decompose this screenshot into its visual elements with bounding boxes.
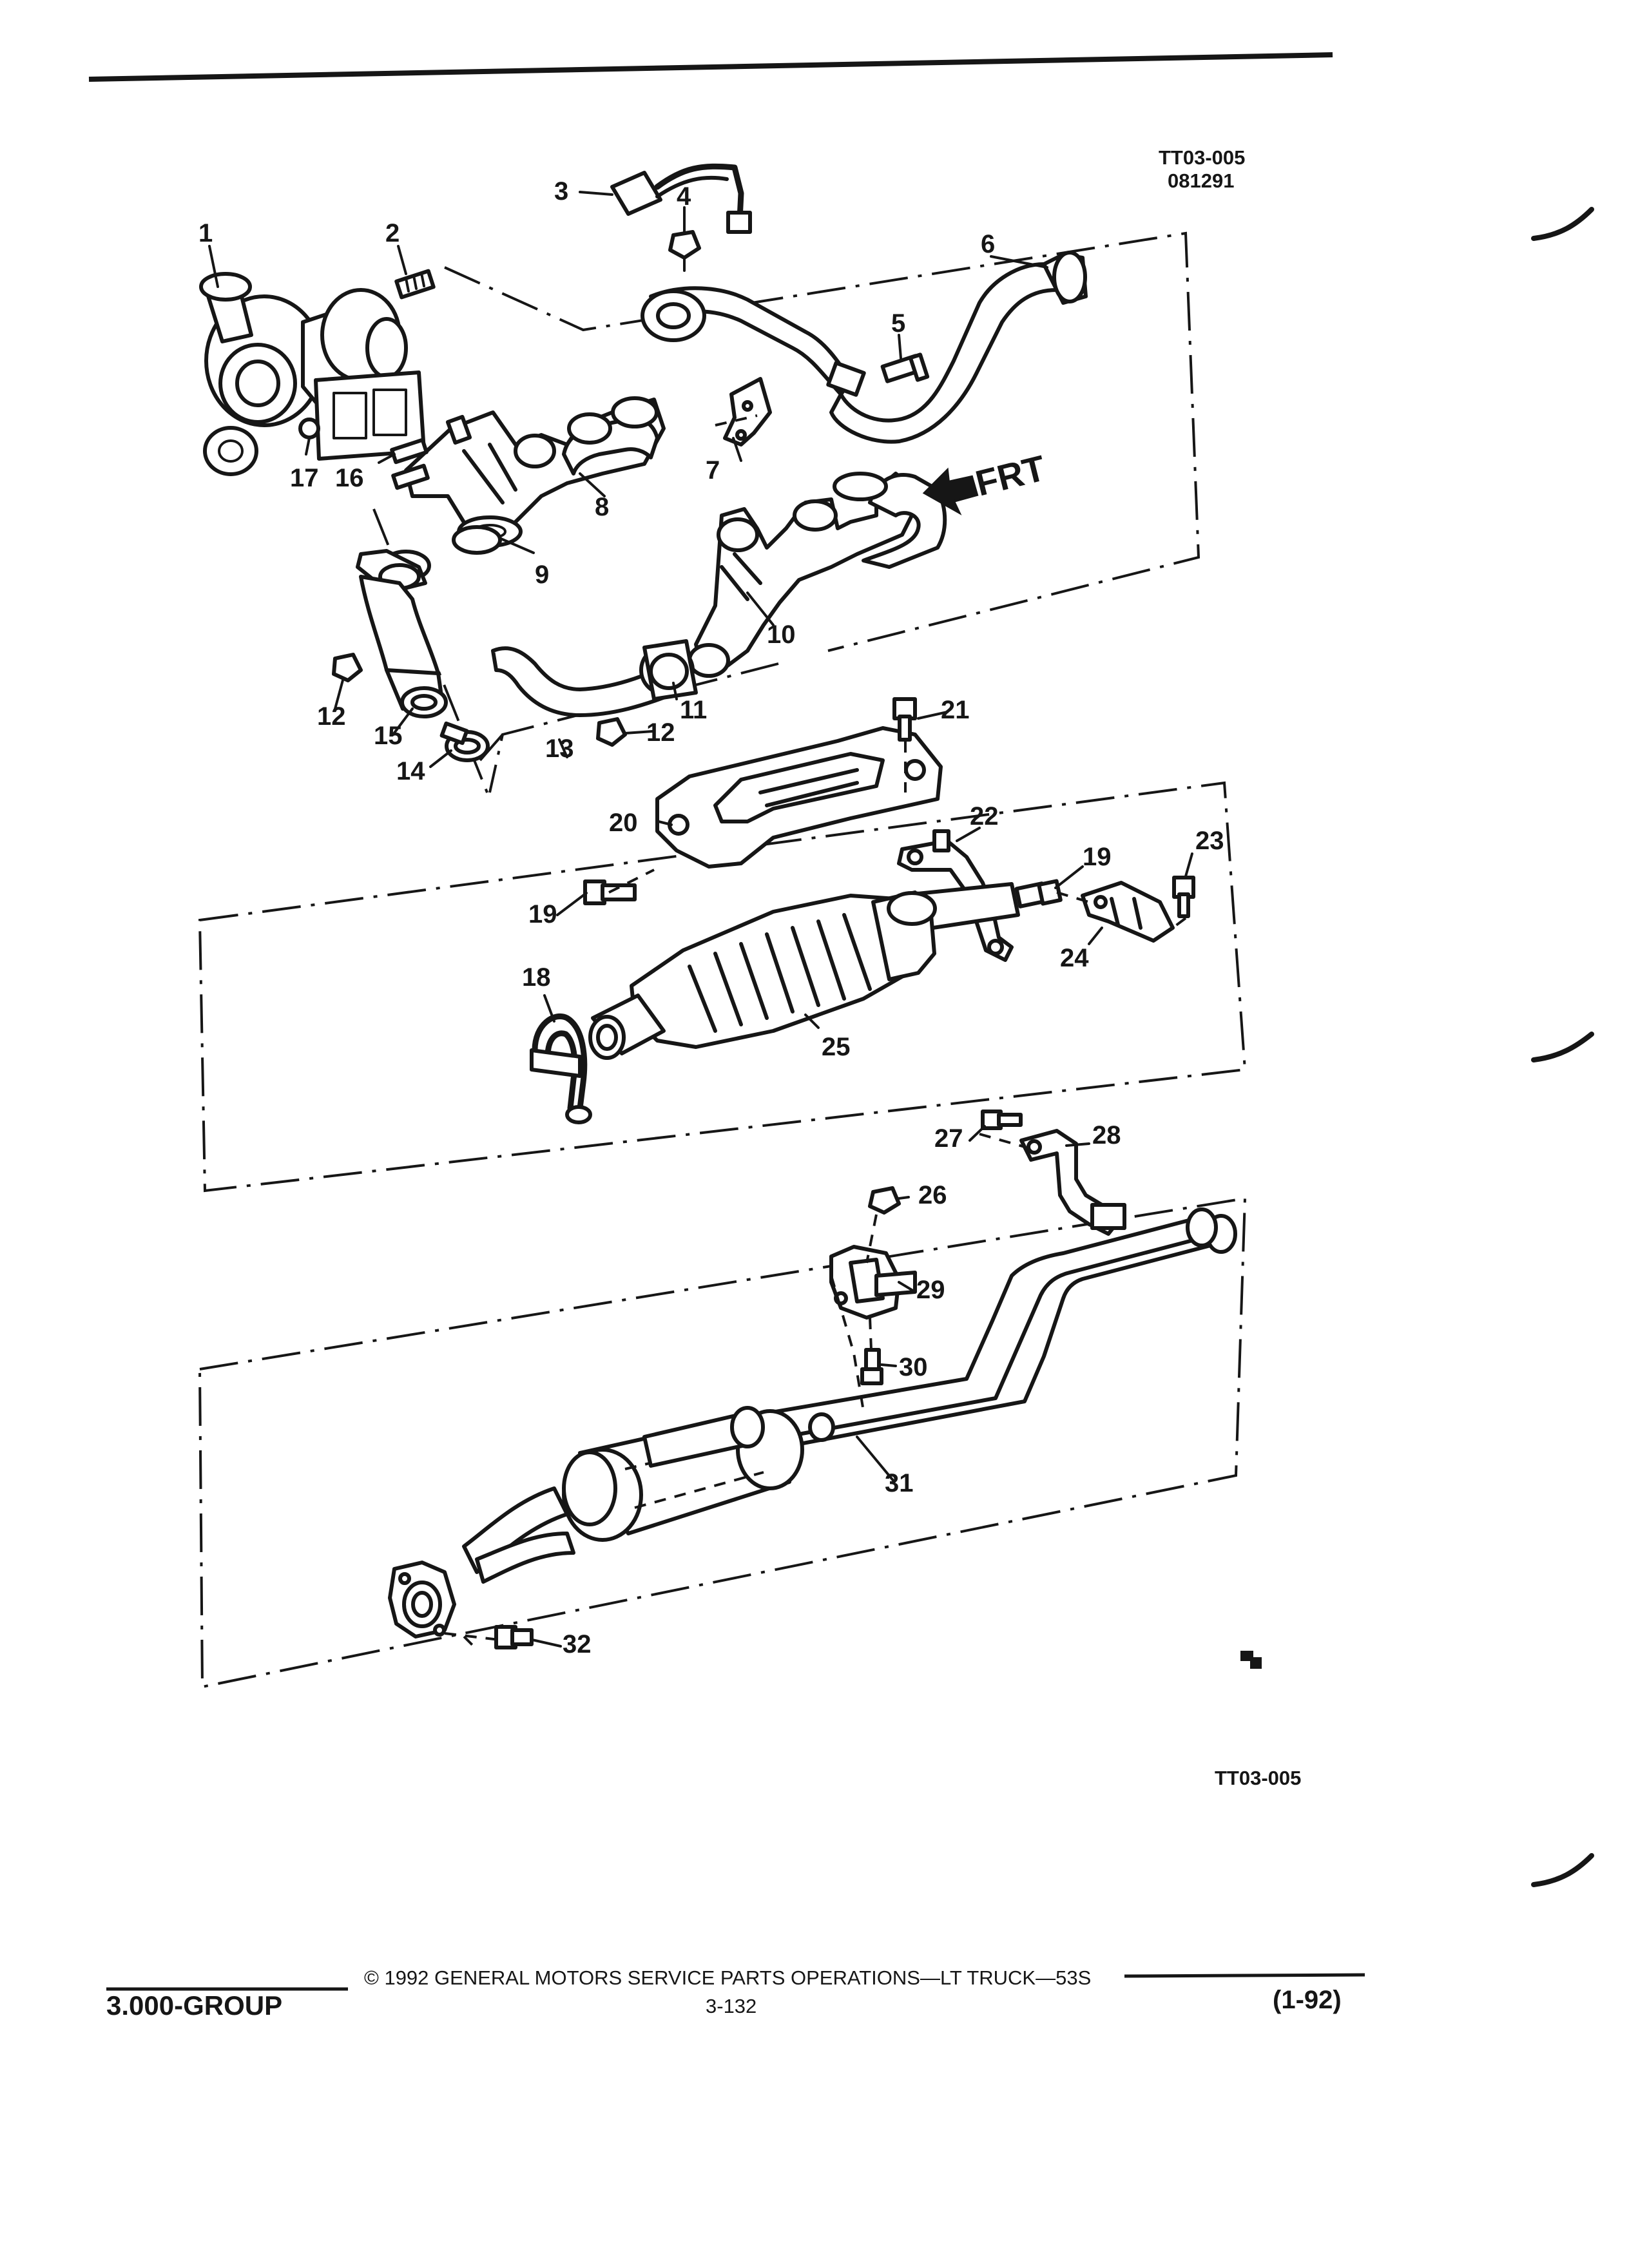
callout: 30: [899, 1353, 928, 1381]
nut-26: [868, 1186, 901, 1215]
binder-marks: [1531, 207, 1594, 1887]
callout: 5: [891, 309, 905, 338]
callout: 12: [317, 702, 346, 731]
callout: 1: [198, 219, 213, 247]
callout: 10: [767, 620, 796, 649]
hanger-24: [1081, 881, 1175, 943]
bolt-21: [892, 697, 917, 742]
figure-date-code: 081291: [1168, 169, 1234, 192]
publisher-line: © 1992 GENERAL MOTORS SERVICE PARTS OPER…: [364, 1966, 1091, 1989]
callout: 21: [941, 696, 970, 724]
frame-lower: [198, 1196, 1247, 1689]
callout: 9: [535, 561, 549, 589]
footer: © 1992 GENERAL MOTORS SERVICE PARTS OPER…: [106, 1966, 1365, 2021]
figure-code-bottom: TT03-005: [1215, 1767, 1301, 1789]
bolt-23: [1172, 876, 1195, 918]
nut-12-center: [596, 717, 627, 747]
callout: 28: [1092, 1121, 1121, 1149]
clamp-14: [439, 721, 490, 762]
heat-shield: [655, 726, 943, 869]
callout: 13: [545, 735, 574, 763]
front-direction-arrow: FRT: [922, 447, 1050, 515]
callout: 16: [335, 464, 364, 492]
exhaust-manifold-right: [404, 396, 666, 548]
callout: 32: [563, 1630, 592, 1658]
stud: [394, 269, 436, 300]
crossover-pipe-lower: [491, 639, 698, 717]
callout: 4: [677, 182, 691, 211]
figure-code: TT03-005: [1159, 146, 1245, 169]
bolt-19-right: [1014, 879, 1063, 908]
nut-12-left: [332, 653, 363, 682]
callout: 25: [822, 1033, 851, 1061]
callout: 14: [396, 757, 425, 785]
bracket-22: [897, 829, 1014, 962]
callout: 3: [554, 177, 568, 206]
hanger-28: [1019, 1129, 1126, 1236]
leader-lines: [208, 191, 1193, 1648]
callout: 31: [885, 1469, 914, 1497]
page-number: 3-132: [706, 1995, 757, 2017]
header-rule: [88, 52, 1333, 82]
bracket: [723, 377, 772, 447]
callout: 24: [1060, 944, 1089, 972]
callout: 29: [916, 1276, 945, 1304]
exhaust-manifold-left: [688, 472, 947, 678]
front-flange: [388, 1561, 456, 1639]
footer-rule-right: [1124, 1973, 1365, 1978]
callout: 23: [1195, 827, 1224, 855]
callout: 12: [646, 718, 675, 747]
callout: 20: [609, 809, 638, 837]
gasket-9: [452, 525, 502, 555]
alignment-lines: [444, 414, 1187, 1651]
bolt-19-left: [583, 879, 637, 905]
bolt: [880, 352, 930, 383]
muffler: [462, 1406, 804, 1584]
crossover-pipe-upper: [641, 251, 1088, 444]
callout: 6: [981, 230, 995, 258]
callout: 11: [680, 696, 707, 724]
u-clamp-18: [530, 1014, 592, 1124]
callout: 27: [934, 1124, 963, 1153]
callout: 19: [1083, 843, 1112, 871]
callout: 15: [374, 722, 403, 750]
studs-16: [390, 437, 430, 490]
printer-mark: [1240, 1651, 1262, 1669]
callout: 19: [528, 900, 557, 928]
callout: 8: [595, 493, 609, 521]
callout-labels: 1 2 3 4 5 6 7 8 9 10 11 12 12 13 14 15 1…: [198, 177, 1224, 1658]
downpipe-left: [356, 549, 448, 718]
tailpipe-31: [758, 1207, 1237, 1448]
callout: 22: [970, 802, 999, 831]
turbocharger: [199, 272, 426, 476]
revision-label: (1-92): [1273, 1986, 1342, 2014]
bolt-32: [494, 1625, 534, 1649]
hanger-29: [829, 1245, 917, 1320]
callout: 2: [385, 219, 400, 247]
front-label: FRT: [972, 447, 1050, 503]
sensor-pipe: [610, 163, 752, 234]
callout: 7: [706, 456, 720, 485]
bolt-27: [981, 1110, 1023, 1130]
callout: 18: [522, 963, 551, 992]
callout: 26: [918, 1181, 947, 1209]
group-label: 3.000-GROUP: [106, 1990, 282, 2021]
bolt-30: [860, 1348, 883, 1385]
catalytic-converter: [588, 882, 1020, 1060]
nut: [668, 230, 701, 272]
callout: 17: [290, 464, 319, 492]
